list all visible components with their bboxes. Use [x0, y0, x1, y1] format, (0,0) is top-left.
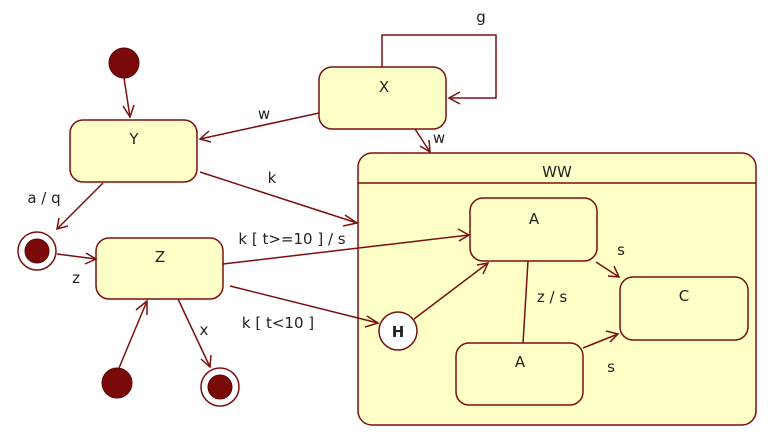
history-state-circle: [378, 311, 418, 351]
state-a-top-box: [469, 197, 598, 262]
label-x: x: [200, 321, 209, 339]
edge-arrowhead: [607, 265, 621, 278]
transition-final-to-z[interactable]: z: [56, 252, 98, 287]
label-w-x-y: w: [258, 105, 270, 123]
edge-arrowhead: [122, 104, 135, 119]
edge-arrowhead: [84, 252, 98, 265]
state-ww-label: WW: [542, 163, 572, 181]
label-z: z: [72, 269, 80, 287]
edge-line: [123, 77, 131, 118]
transition-z-to-h[interactable]: k [ t<10 ]: [229, 285, 380, 332]
state-c-label: C: [679, 287, 689, 305]
transition-a-to-c[interactable]: s: [595, 241, 625, 278]
label-s-bottom: s: [607, 358, 615, 376]
transition-a-to-a[interactable]: z / s: [522, 260, 567, 344]
label-k: k: [268, 169, 277, 187]
edge-line: [118, 300, 148, 369]
transition-h-to-a[interactable]: [413, 262, 490, 320]
edge-arrowhead: [457, 228, 471, 242]
state-z-label: Z: [155, 248, 165, 266]
state-c[interactable]: C: [619, 276, 749, 341]
transition-z-to-a[interactable]: k [ t>=10 ] / s: [222, 228, 471, 265]
edge-arrowhead: [135, 299, 148, 315]
label-z-s: z / s: [537, 288, 567, 306]
label-w-x-ww: w: [433, 129, 445, 147]
edge-line: [595, 261, 620, 278]
initial-state-top[interactable]: [108, 47, 140, 79]
state-c-box: [619, 276, 749, 341]
final-state-left-dot: [24, 238, 50, 264]
edge-line: [199, 171, 358, 224]
transition-initial-to-z[interactable]: [118, 299, 148, 369]
edge-arrowhead: [198, 130, 212, 143]
transition-y-to-ww[interactable]: k: [199, 169, 359, 227]
edge-arrowhead: [342, 214, 359, 227]
label-k-t-lt-10: k [ t<10 ]: [242, 314, 314, 332]
history-state-label: H: [392, 323, 405, 341]
edge-line: [413, 262, 489, 320]
edge-line: [56, 253, 97, 260]
edge-arrowhead: [605, 330, 620, 343]
transition-x-to-y[interactable]: w: [198, 105, 320, 143]
final-state-bottom-dot: [207, 374, 233, 400]
transition-z-to-final[interactable]: x: [177, 298, 212, 369]
state-a-top-label: A: [529, 210, 540, 228]
edge-arrowhead: [200, 354, 212, 369]
edge-line: [229, 285, 379, 324]
transition-x-self-g[interactable]: g: [381, 8, 497, 105]
state-z-box: [95, 237, 224, 300]
edge-line: [522, 260, 529, 344]
label-s-top: s: [617, 241, 625, 259]
state-x-box: [318, 66, 447, 130]
edge-line: [56, 182, 104, 230]
edge-line: [414, 128, 431, 153]
state-x-label: X: [379, 78, 389, 96]
label-k-t-ge-10: k [ t>=10 ] / s: [238, 230, 345, 248]
state-a-bottom[interactable]: A: [455, 342, 584, 406]
state-y-box: [69, 119, 198, 183]
transition-y-to-final[interactable]: a / q: [27, 182, 104, 231]
state-y[interactable]: Y: [69, 119, 198, 183]
final-state-left[interactable]: [17, 231, 57, 271]
state-y-label: Y: [128, 130, 139, 148]
edge-arrowhead: [419, 139, 431, 154]
label-a-q: a / q: [27, 189, 60, 207]
state-x[interactable]: X: [318, 66, 447, 130]
state-a-bottom-box: [455, 342, 584, 406]
edge-arrowhead: [56, 217, 69, 231]
transition-a-bottom-to-c[interactable]: s: [582, 330, 620, 376]
history-state[interactable]: H: [378, 311, 418, 351]
edge-line: [381, 34, 497, 99]
state-z[interactable]: Z: [95, 237, 224, 300]
edge-line: [582, 333, 619, 349]
transition-x-to-ww[interactable]: w: [414, 128, 445, 154]
final-state-bottom[interactable]: [200, 367, 240, 407]
edge-arrowhead: [364, 315, 380, 328]
edge-arrowhead: [447, 91, 461, 105]
transition-initial-to-y[interactable]: [122, 77, 135, 119]
edge-arrowhead: [476, 262, 490, 275]
edge-line: [222, 234, 470, 265]
edge-line: [177, 298, 211, 368]
initial-state-bottom[interactable]: [101, 367, 133, 399]
state-a-bottom-label: A: [515, 353, 526, 371]
edge-line: [199, 112, 320, 140]
label-g: g: [476, 8, 486, 26]
state-a-top[interactable]: A: [469, 197, 598, 262]
